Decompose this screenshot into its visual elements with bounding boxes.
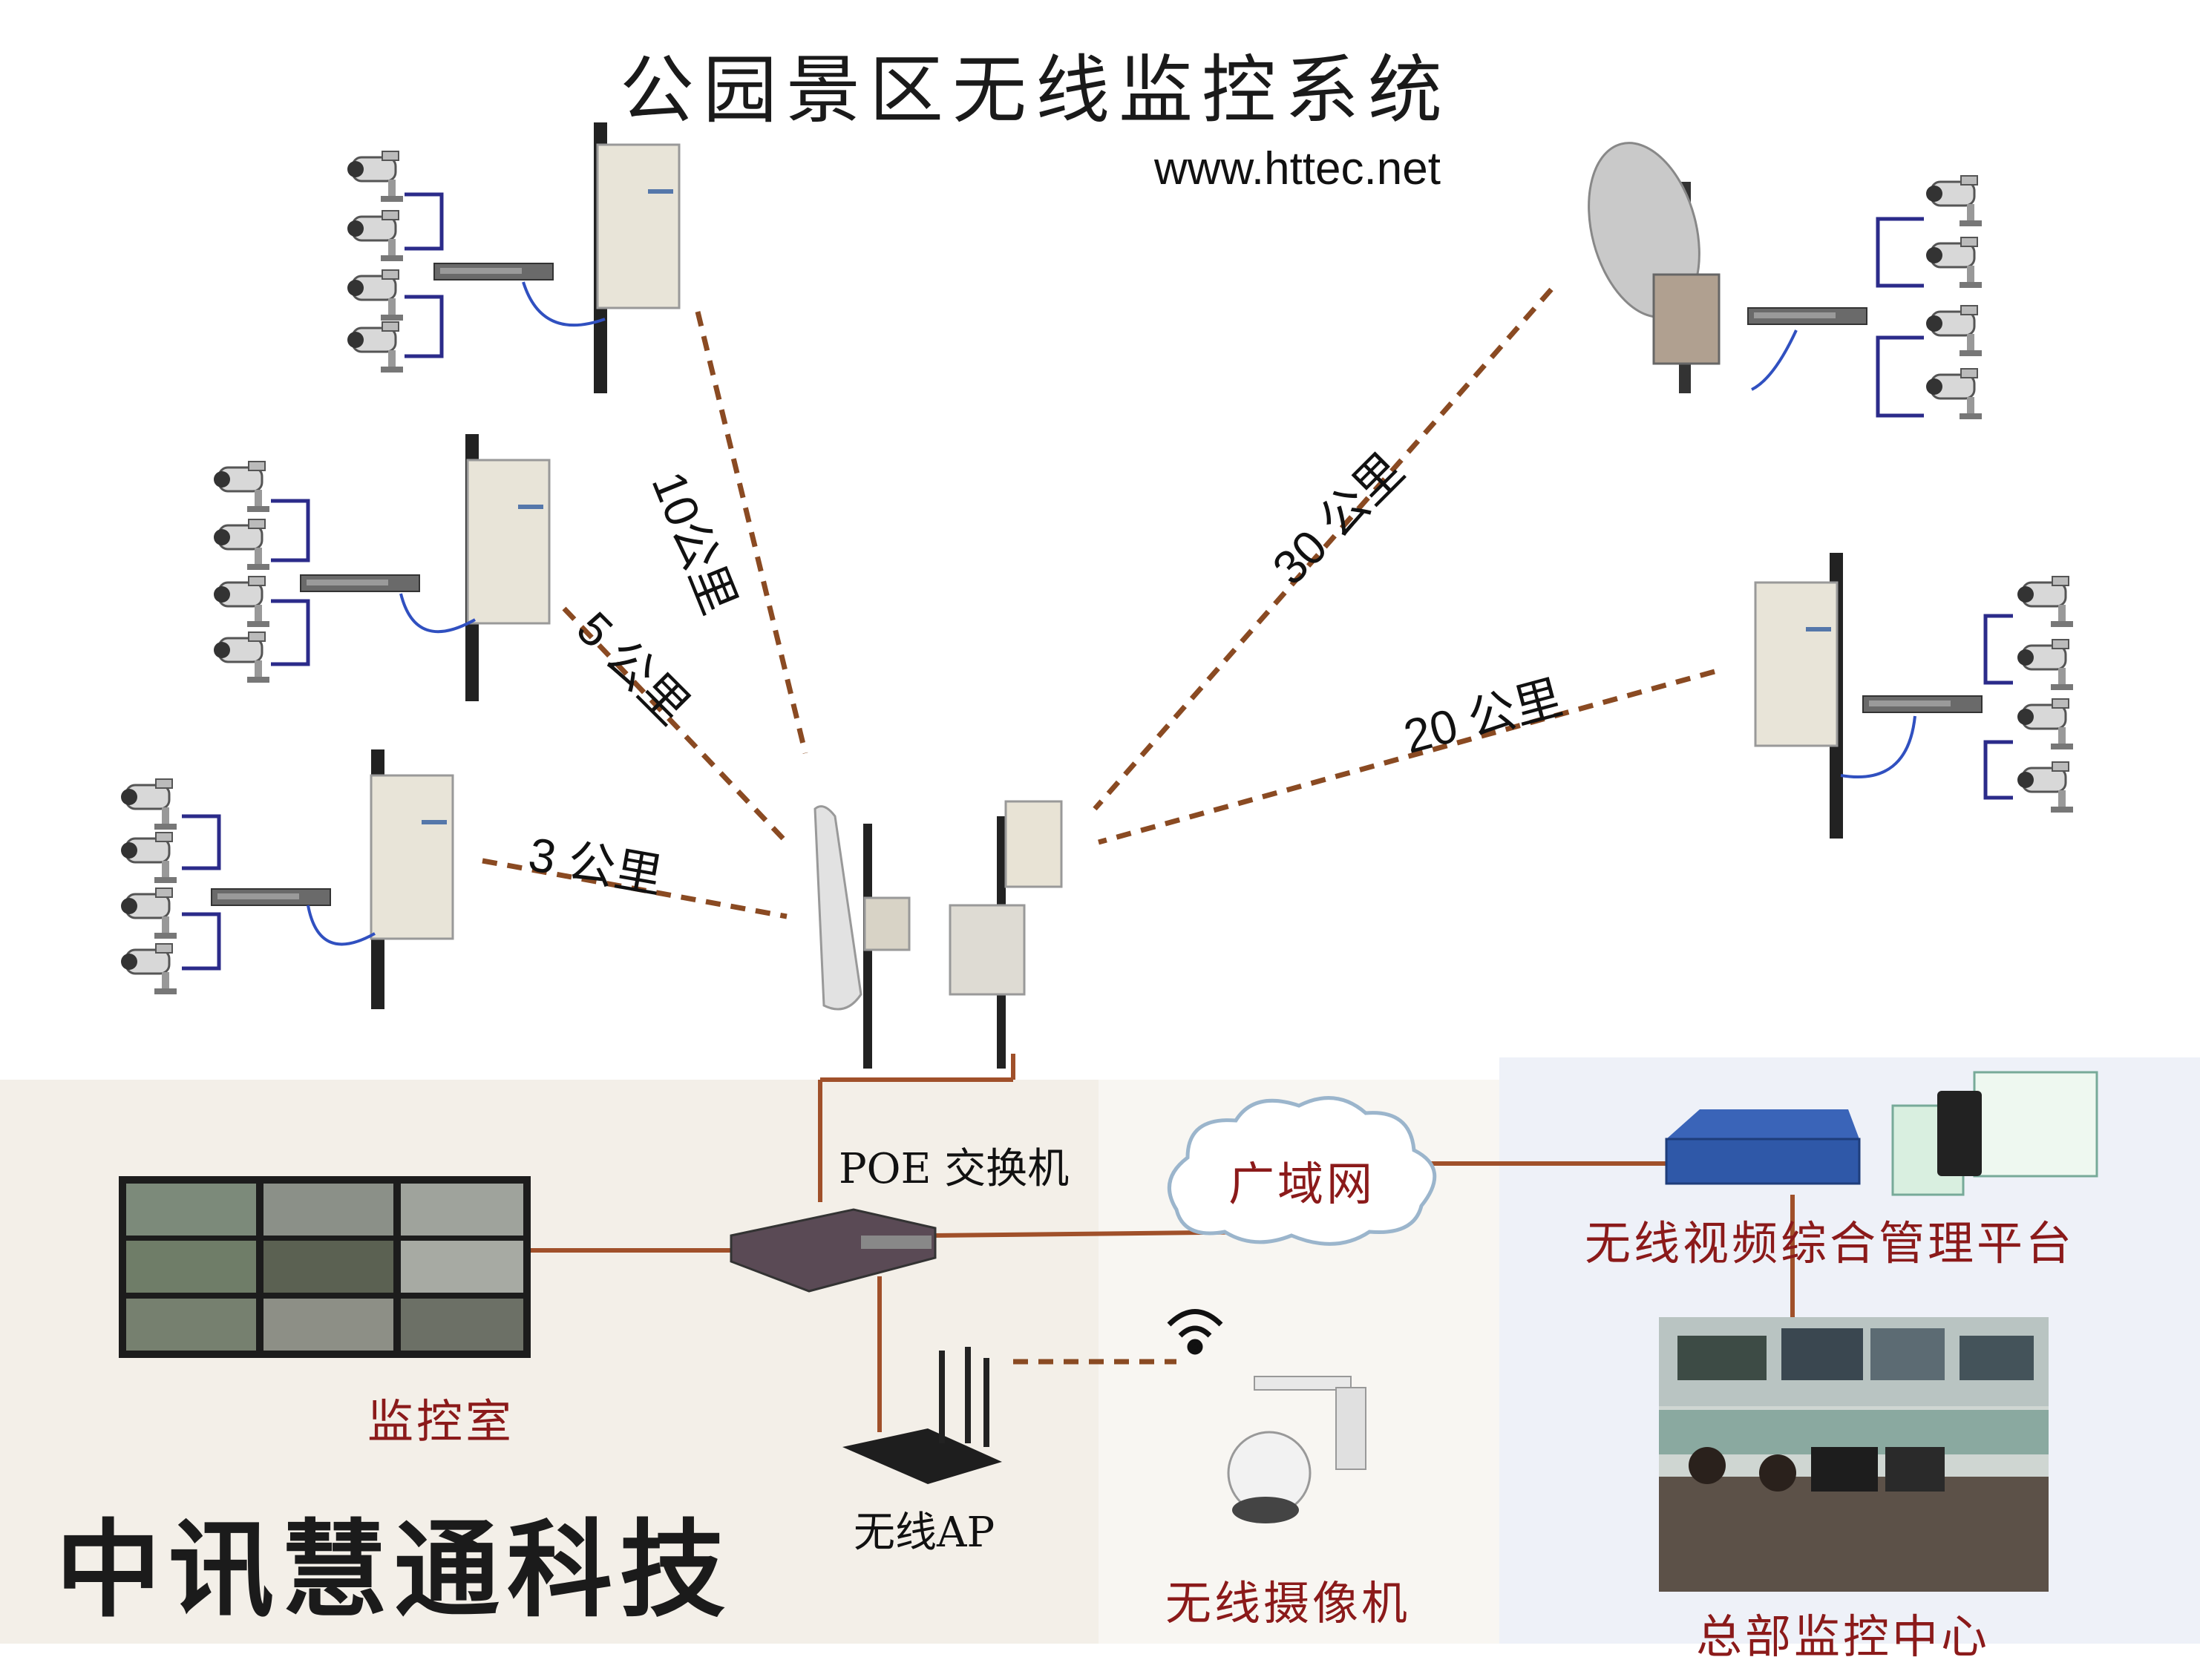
link-10km xyxy=(695,311,808,754)
monitor-room-label: 监控室 xyxy=(367,1394,515,1448)
left-bottom-panel xyxy=(0,1080,1099,1644)
hq-center-label: 总部监控中心 xyxy=(1696,1610,1991,1664)
hq-control-room-image xyxy=(1659,1317,2049,1592)
wan-label: 广域网 xyxy=(1228,1157,1376,1211)
company-name: 中讯慧通科技 xyxy=(56,1509,733,1632)
wireless-camera-image xyxy=(1227,1376,1366,1523)
wireless-camera-label: 无线摄像机 xyxy=(1165,1576,1411,1630)
cloud-icon xyxy=(1167,1096,1437,1246)
wireless-ap-label: 无线AP xyxy=(854,1509,995,1557)
wifi-icon xyxy=(1167,1309,1223,1355)
diagram-title: 公园景区无线监控系统 xyxy=(620,47,1451,134)
poe-switch-image xyxy=(730,1208,937,1293)
link-30km xyxy=(1093,287,1554,811)
link-3km xyxy=(482,858,788,919)
wireless-ap-image xyxy=(842,1347,1002,1484)
site-left-1 xyxy=(346,122,681,393)
monitor-wall-image xyxy=(119,1176,531,1358)
site-right-1 xyxy=(1588,142,1983,421)
link-20km xyxy=(1098,669,1715,845)
platform-server-image xyxy=(1665,1071,2098,1196)
website-url: www.httec.net xyxy=(1154,143,1441,194)
site-left-2 xyxy=(212,434,551,701)
link-5km xyxy=(562,606,785,841)
poe-switch-label: POE 交换机 xyxy=(839,1145,1070,1193)
platform-label: 无线视频综合管理平台 xyxy=(1585,1216,2075,1270)
site-right-2 xyxy=(1754,553,2075,839)
site-left-3 xyxy=(120,749,454,1009)
base-station xyxy=(813,800,1063,1069)
wireless-links xyxy=(482,287,1715,1365)
